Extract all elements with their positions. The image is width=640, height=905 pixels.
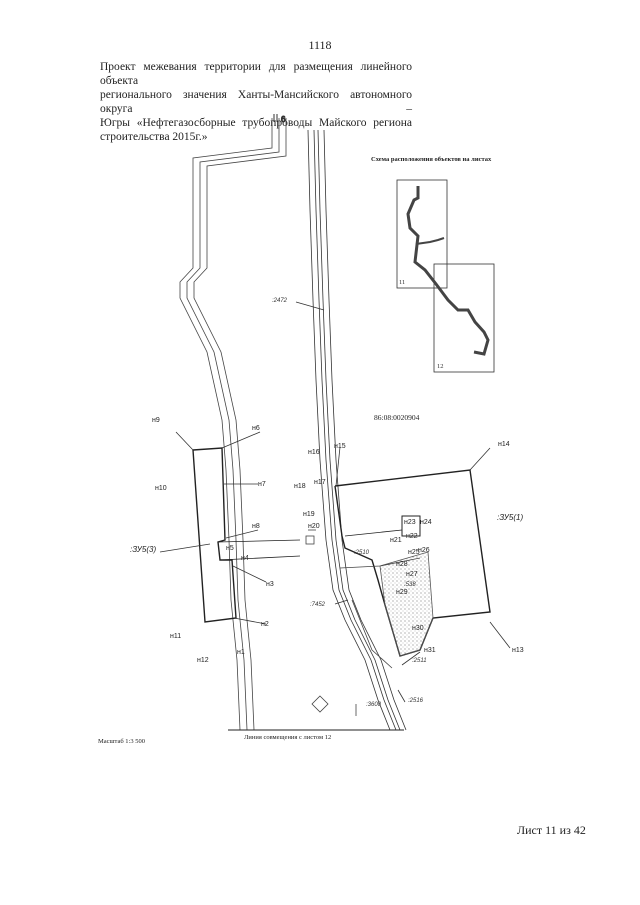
inset-sheet-11: 11 — [399, 279, 405, 286]
cadastral-block-label: 86:08:0020904 — [374, 413, 420, 422]
point-label: н19 — [303, 511, 315, 518]
point-label: н24 — [420, 519, 432, 526]
title-line: строительства 2015г.» — [100, 131, 208, 143]
point-label: н3 — [266, 581, 274, 588]
inset-title: Схема расположения объектов на листах — [371, 156, 492, 163]
svg-text:6: 6 — [281, 115, 286, 124]
point-label: н5 — [226, 545, 234, 552]
title-line: Проект межевания территории для размещен… — [100, 61, 412, 87]
secondary-lines — [305, 529, 421, 716]
existing-parcel-label: :2511 — [412, 658, 427, 664]
existing-parcel-label: :7452 — [310, 602, 326, 608]
point-label: н6 — [252, 425, 260, 432]
match-line-label: Линия совмещения с листом 12 — [244, 734, 331, 741]
parcel-label-zu5-1: :ЗУ5(1) — [497, 513, 523, 522]
parcel-zu5-3 — [192, 447, 301, 623]
scale-label: Масштаб 1:3 500 — [98, 738, 145, 745]
left-road — [179, 118, 287, 731]
point-label: н10 — [155, 485, 167, 492]
project-title: Проект межевания территории для размещен… — [100, 60, 412, 144]
point-label: н30 — [412, 625, 424, 632]
title-line: регионального значения Ханты-Мансийского… — [100, 89, 412, 115]
point-label: н21 — [390, 537, 402, 544]
point-label: н7 — [258, 481, 266, 488]
point-label: н29 — [396, 589, 408, 596]
point-label: н16 — [308, 449, 320, 456]
point-label: н4 — [241, 555, 249, 562]
page-number: 1118 — [308, 38, 332, 52]
point-label: н20 — [308, 523, 320, 530]
point-label: н23 — [404, 519, 416, 526]
point-label: н17 — [314, 479, 326, 486]
point-label: н25 — [408, 549, 420, 556]
existing-parcel-label: :538 — [404, 582, 416, 588]
point-label: н26 — [418, 547, 430, 554]
existing-parcel-label: :2510 — [354, 550, 370, 556]
point-label: н18 — [294, 483, 306, 490]
point-label: н2 — [261, 621, 269, 628]
point-label: н13 — [512, 647, 524, 654]
point-label: н31 — [424, 647, 436, 654]
point-label: н15 — [334, 443, 346, 450]
point-label: н28 — [396, 561, 408, 568]
point-label: н8 — [252, 523, 260, 530]
inset-scheme: 11 12 Схема расположения объектов на лис… — [371, 156, 495, 373]
point-label: н9 — [152, 417, 160, 424]
sheet-counter: Лист 11 из 42 — [517, 823, 586, 837]
existing-parcel-label: :2472 — [272, 298, 288, 304]
leader-lines — [159, 301, 511, 703]
title-line: Югры «Нефтегазосборные трубопроводы Майс… — [100, 117, 412, 129]
parcel-label-zu5-3: :ЗУ5(3) — [130, 545, 156, 554]
point-label: н1 — [237, 649, 245, 656]
point-label: н22 — [406, 533, 418, 540]
hatched-area — [379, 551, 434, 657]
point-label: н27 — [406, 571, 418, 578]
point-label: н12 — [197, 657, 209, 664]
point-label: н14 — [498, 441, 510, 448]
right-road — [307, 129, 407, 731]
point-label: н11 — [170, 633, 181, 640]
inset-sheet-12: 12 — [437, 363, 444, 370]
top-road-ticks: 6 — [273, 114, 287, 125]
existing-parcel-label: :3600 — [366, 702, 382, 708]
existing-parcel-label: :2516 — [408, 698, 424, 704]
